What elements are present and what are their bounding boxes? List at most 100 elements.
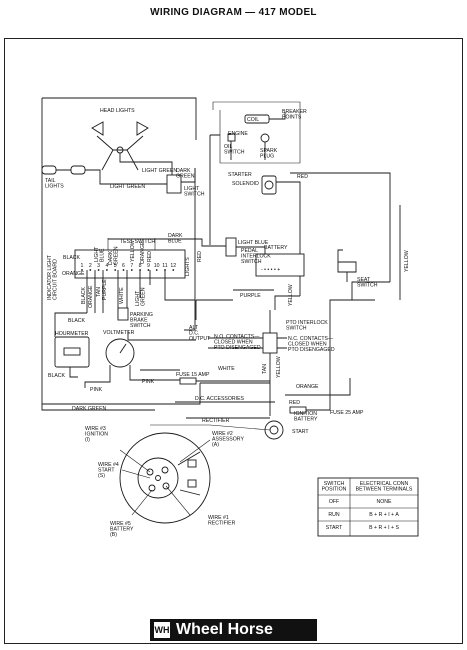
terminal-number: 9 [147,263,150,269]
table-cell-2-0-label: START [326,525,343,531]
hourmeter-label: HOURMETER [55,331,89,337]
black-v-label: BLACK [81,286,87,304]
yellow-col-label: YELLOW [130,240,136,262]
starter-label: STARTER [228,172,252,178]
yellow-mid-label: YELLOW [288,284,294,306]
black-top-label: BLACK [63,255,81,261]
yellow-low-label: YELLOW [276,356,282,378]
light-green-1-label: LIGHT GREEN [142,168,177,174]
lights-label: LIGHTS [185,257,191,276]
terminal-number: 1 [81,263,84,269]
diagram-frame [4,38,463,644]
table-cell-2-1-label: B + R + I + S [369,525,399,531]
ignition-switch-small [264,420,284,440]
dc-accessories-label: D.C. ACCESSORIES [195,396,245,402]
logo-text: Wheel Horse [176,621,273,638]
terminal-number: 12 [170,263,176,269]
tan-v-label: TAN [96,287,102,297]
terminal-number: 5 [114,263,117,269]
red-low-label: RED [289,400,300,406]
terminal-number: 11 [162,263,167,269]
fuses-group [175,377,351,419]
table-cell-0-1-label: NONE [377,499,393,505]
pink-left-label: PINK [90,387,103,393]
harness-group [41,97,401,411]
fuse-25-label: FUSE 25 AMP [330,410,364,416]
light-green-v-label: LIGHTGREEN [135,287,147,306]
red-top-label: RED [297,174,308,180]
fuse-15-label: FUSE 15 AMP [176,372,210,378]
terminal-dot [147,269,150,271]
light-blue-2-label: LIGHT BLUE [238,240,269,246]
wheel-horse-logo: WH Wheel Horse [150,619,317,641]
battery-label: BATTERY [264,245,288,251]
page-title: WIRING DIAGRAM — 417 MODEL [150,7,317,18]
ignition-switch-large [119,424,271,524]
solenoid-label: SOLENOID [232,181,259,187]
table-cell-1-1-label: B + R + I + A [369,512,399,518]
seat-group [337,249,357,282]
indicator-board-label: INDICATOR LIGHTCIRCUIT BOARD [47,254,59,300]
terminal-dot [114,269,117,271]
battery-group: - • • • • + [255,253,305,277]
start-low-label: START [292,429,309,435]
terminal-number: 10 [154,263,160,269]
pink-mid-label: PINK [142,379,155,385]
logo-emblem: WH [154,622,170,638]
terminal-dot [130,269,133,271]
dark-green-bottom-label: DARK GREEN [72,406,107,412]
switches-group [54,307,287,416]
terminal-dot [106,269,108,271]
terminal-number: 6 [122,263,125,269]
terminal-number: 8 [139,263,142,269]
voltmeter-label: VOLTMETER [103,330,135,336]
engine-label: ENGINE [228,131,248,137]
engine-group [209,101,301,262]
terminal-dot [81,269,83,271]
battery-polarity: - • • • • + [261,267,280,273]
tan-h-label: TAN [262,364,268,374]
terminal-number: 3 [97,263,100,269]
terminal-number: 2 [89,263,92,269]
yellow-right-label: YELLOW [404,250,410,272]
light-blue-1-label: LIGHTBLUE [94,246,106,262]
light-green-2-label: LIGHT GREEN [110,184,145,190]
terminal-dot [155,269,158,271]
rectifier-top-label: RECTIFIER [202,418,230,424]
purple-h-label: PURPLE [240,293,261,299]
terminal-dot [172,269,175,271]
dark-green-col-label: DARKGREEN [108,246,120,265]
test-switch-label: TEST SWITCH [120,239,155,245]
terminal-dot [89,269,92,271]
white-v-label: WHITE [119,287,125,304]
headlights-group [41,121,196,194]
terminal-number: 4 [105,263,108,269]
red-lights-label: RED [197,251,203,262]
purple-v-label: PURPLE [102,279,108,300]
terminal-dot [97,269,100,271]
black-bottom-label: BLACK [48,373,66,379]
meters-group [54,330,196,388]
